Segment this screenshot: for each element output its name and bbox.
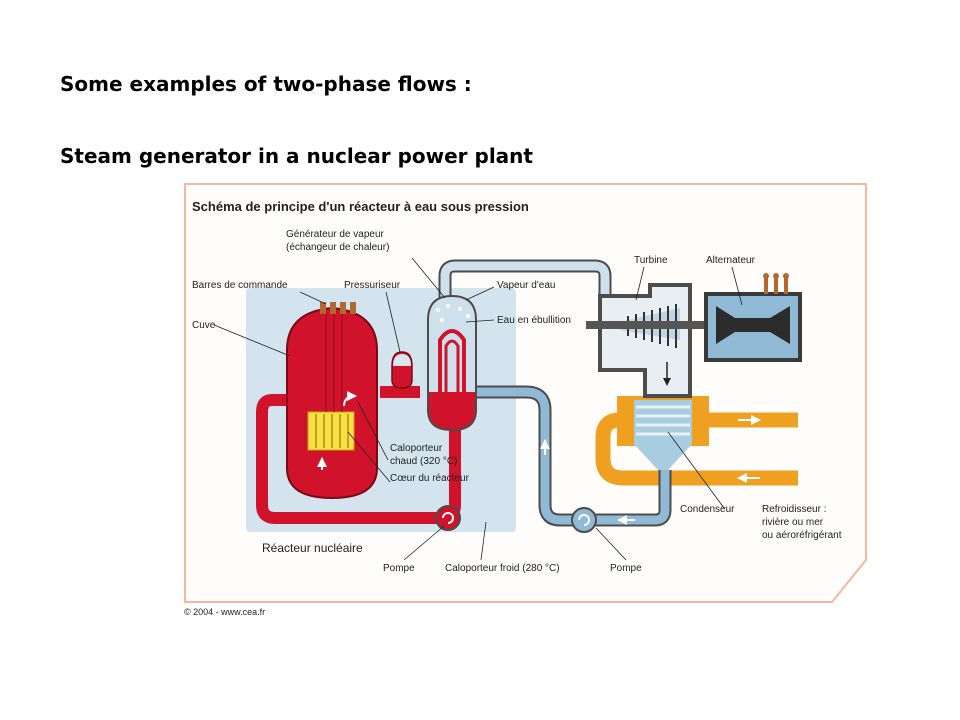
control-rods-heads [320, 302, 356, 314]
label-vessel: Cuve [192, 320, 216, 331]
diagram-title: Schéma de principe d'un réacteur à eau s… [192, 199, 529, 214]
pump-secondary-symbol [571, 507, 597, 533]
label-steam-generator-1: Générateur de vapeur [286, 229, 385, 240]
label-pump-secondary: Pompe [610, 563, 642, 574]
label-hot-coolant-1: Caloporteur [390, 443, 443, 454]
reactor-building-label: Réacteur nucléaire [262, 541, 363, 555]
label-steam: Vapeur d'eau [497, 280, 555, 291]
condenser [617, 396, 709, 470]
label-boiling-water: Eau en ébullition [497, 315, 571, 326]
label-cooler-2: rivière ou mer [762, 517, 824, 528]
leader-lines [213, 257, 743, 561]
label-alternator: Alternateur [706, 255, 756, 266]
label-hot-coolant-2: chaud (320 °C) [390, 456, 457, 467]
diagram-copyright: © 2004 - www.cea.fr [184, 607, 265, 617]
steam-generator [427, 294, 477, 432]
pump-primary-symbol [435, 505, 461, 531]
secondary-loop [438, 259, 672, 527]
turbine [586, 283, 716, 398]
label-condenser: Condenseur [680, 504, 735, 515]
label-cooler-1: Refroidisseur : [762, 504, 826, 515]
alternator [704, 273, 802, 362]
label-core: Cœur du réacteur [390, 473, 470, 484]
label-turbine: Turbine [634, 255, 668, 266]
slide-heading-steam-generator: Steam generator in a nuclear power plant [60, 144, 533, 168]
label-cooler-3: ou aéroréfrigérant [762, 530, 842, 541]
label-control-rods: Barres de commande [192, 280, 288, 291]
slide-heading-examples: Some examples of two-phase flows : [60, 72, 472, 96]
pressurizer [391, 351, 413, 392]
cooling-loop [595, 412, 798, 486]
label-cold-coolant: Caloporteur froid (280 °C) [445, 563, 560, 574]
label-pressurizer: Pressuriseur [344, 280, 401, 291]
label-steam-generator-2: (échangeur de chaleur) [286, 242, 389, 253]
reactor-vessel [286, 306, 378, 500]
label-pump-primary: Pompe [383, 563, 415, 574]
